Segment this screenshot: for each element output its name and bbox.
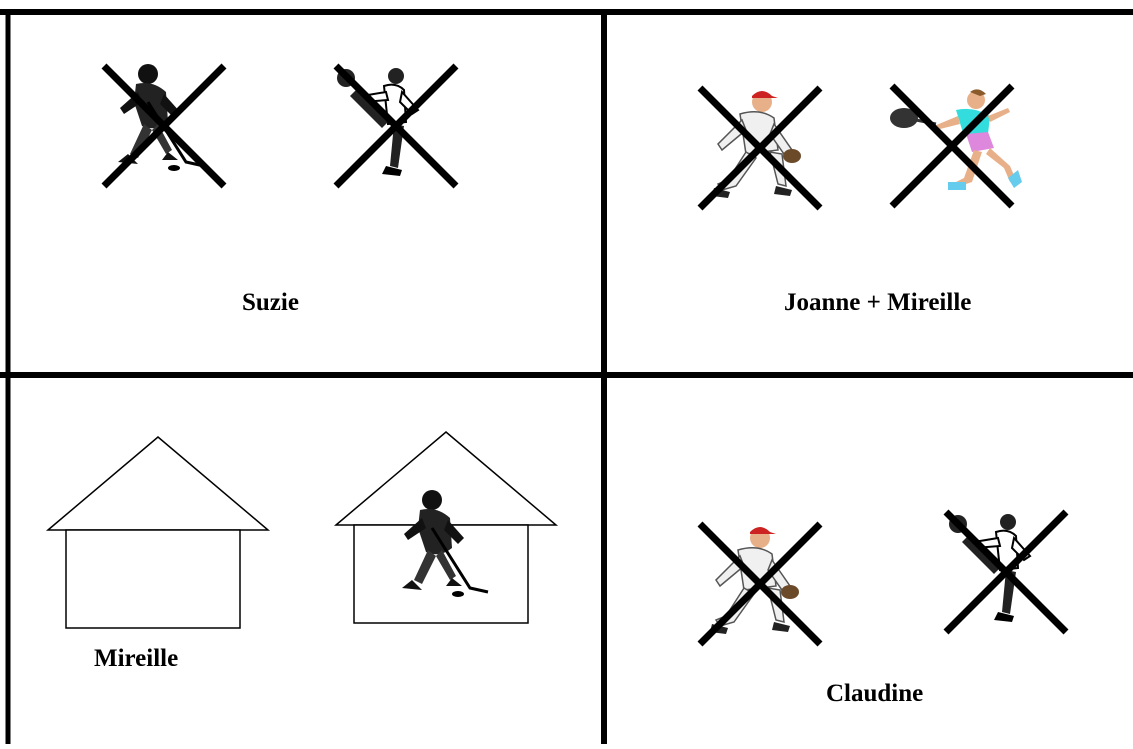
soccer-player-icon: [337, 68, 418, 176]
label-joanne-mireille: Joanne + Mireille: [784, 290, 971, 315]
label-mireille: Mireille: [94, 646, 178, 671]
house-with-hockey-player-icon: [336, 432, 556, 623]
label-claudine: Claudine: [826, 681, 923, 706]
cross-icon: [104, 66, 224, 186]
label-suzie: Suzie: [242, 290, 299, 315]
house-icon: [48, 437, 268, 628]
